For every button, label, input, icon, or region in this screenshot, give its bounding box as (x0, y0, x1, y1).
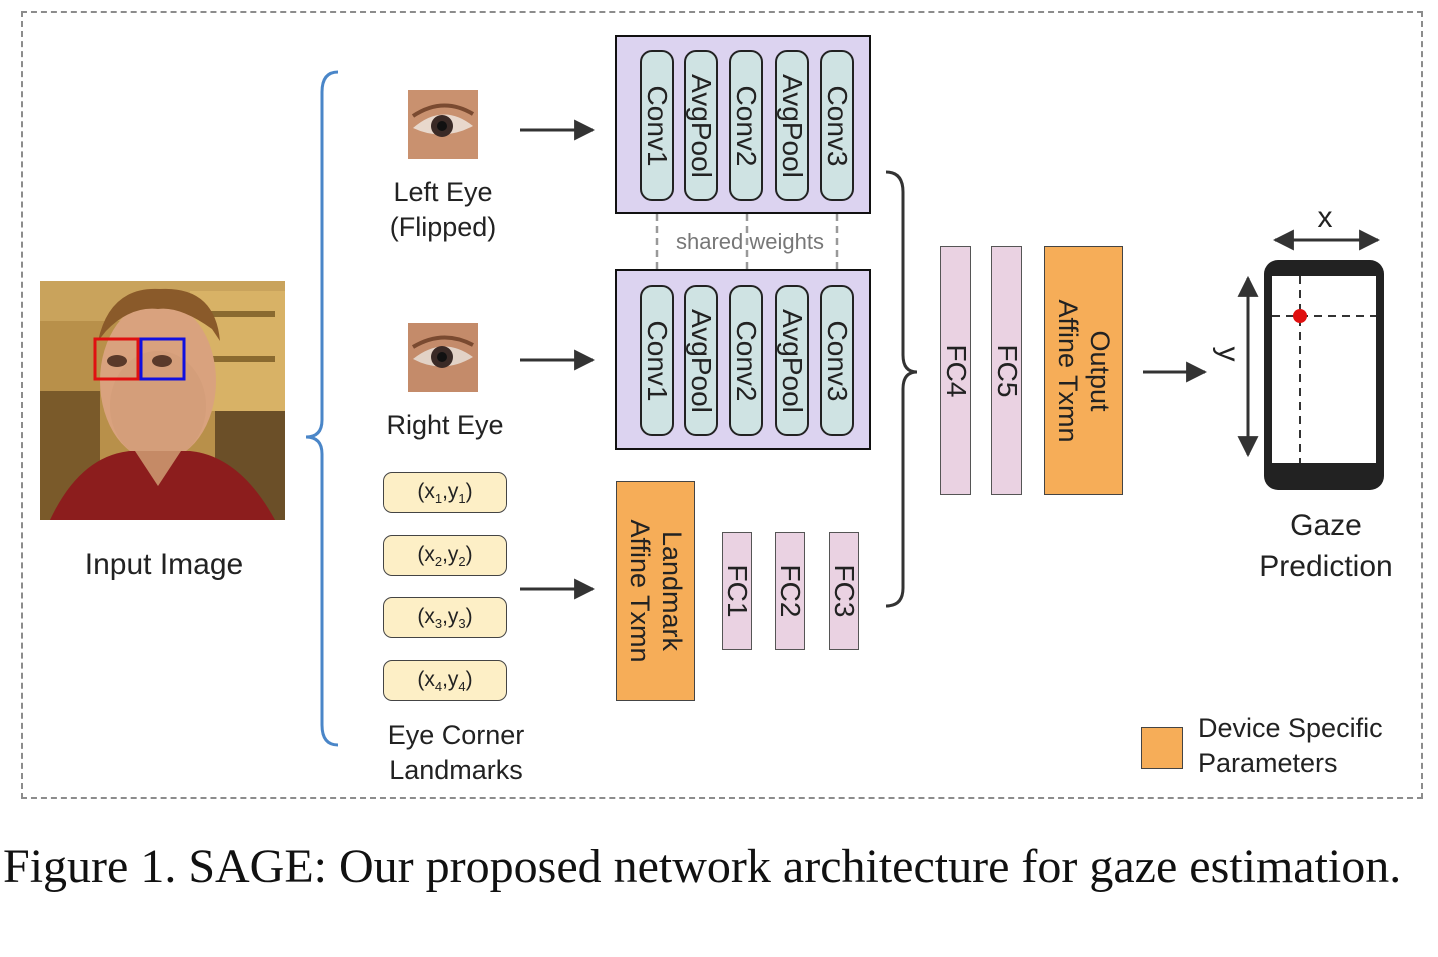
legend-label-line2: Parameters (1198, 748, 1338, 778)
input-brace (305, 70, 339, 747)
right-eye-conv-stack: Conv1 AvgPool Conv2 AvgPool Conv3 (615, 269, 871, 450)
phone-icon (1264, 260, 1384, 490)
figure-caption: Figure 1. SAGE: Our proposed network arc… (3, 840, 1402, 893)
y-axis-label: y (1212, 346, 1245, 362)
merge-brace (885, 170, 918, 608)
left-eye-conv-stack: Conv1 AvgPool Conv2 AvgPool Conv3 (615, 35, 871, 214)
right-conv-layer: AvgPool (684, 285, 718, 436)
fc3-layer: FC3 (829, 532, 860, 650)
legend-swatch (1141, 727, 1183, 769)
right-conv-layer: Conv3 (820, 285, 854, 436)
input-image-photo (40, 281, 285, 520)
landmark-box-3: (x3,y3) (383, 597, 507, 638)
fc4-layer: FC4 (940, 246, 972, 495)
landmark-box-2: (x2,y2) (383, 535, 507, 576)
left-eye-label-line1: Left Eye (393, 177, 493, 207)
landmark-3-text: (x3,y3) (417, 605, 473, 632)
gaze-point-icon (1293, 309, 1307, 323)
landmark-1-text: (x1,y1) (417, 480, 473, 507)
landmark-2-text: (x2,y2) (417, 543, 473, 570)
legend-label-line1: Device Specific (1198, 713, 1383, 743)
diagram-frame (21, 11, 1423, 799)
left-eye-photo (408, 90, 478, 159)
right-eye-label: Right Eye (386, 410, 504, 440)
landmarks-label-line1: Eye Corner (387, 720, 525, 750)
left-conv-layer: Conv1 (640, 50, 674, 201)
left-conv-layer: Conv3 (820, 50, 854, 201)
right-conv-layer: Conv1 (640, 285, 674, 436)
landmark-box-1: (x1,y1) (383, 472, 507, 513)
landmark-box-4: (x4,y4) (383, 660, 507, 701)
shared-weights-label: shared weights (658, 228, 842, 256)
left-conv-layer: AvgPool (684, 50, 718, 201)
x-axis-label: x (1317, 201, 1333, 234)
landmarks-label-line2: Landmarks (389, 755, 523, 785)
shared-weights-links (655, 214, 839, 269)
fc2-layer: FC2 (775, 532, 806, 650)
left-conv-layer: Conv2 (729, 50, 763, 201)
left-conv-layer: AvgPool (775, 50, 809, 201)
right-eye-photo (408, 323, 478, 392)
input-image-label: Input Image (84, 548, 244, 581)
landmark-4-text: (x4,y4) (417, 668, 473, 695)
output-affine-block: Output Affine Txmn (1044, 246, 1123, 495)
gaze-label-line1: Gaze (1290, 509, 1362, 542)
left-eye-label-line2: (Flipped) (389, 212, 497, 242)
fc5-layer: FC5 (991, 246, 1023, 495)
fc1-layer: FC1 (722, 532, 753, 650)
right-conv-layer: Conv2 (729, 285, 763, 436)
right-conv-layer: AvgPool (775, 285, 809, 436)
landmark-affine-block: Landmark Affine Txmn (616, 481, 695, 701)
gaze-label-line2: Prediction (1259, 550, 1393, 583)
